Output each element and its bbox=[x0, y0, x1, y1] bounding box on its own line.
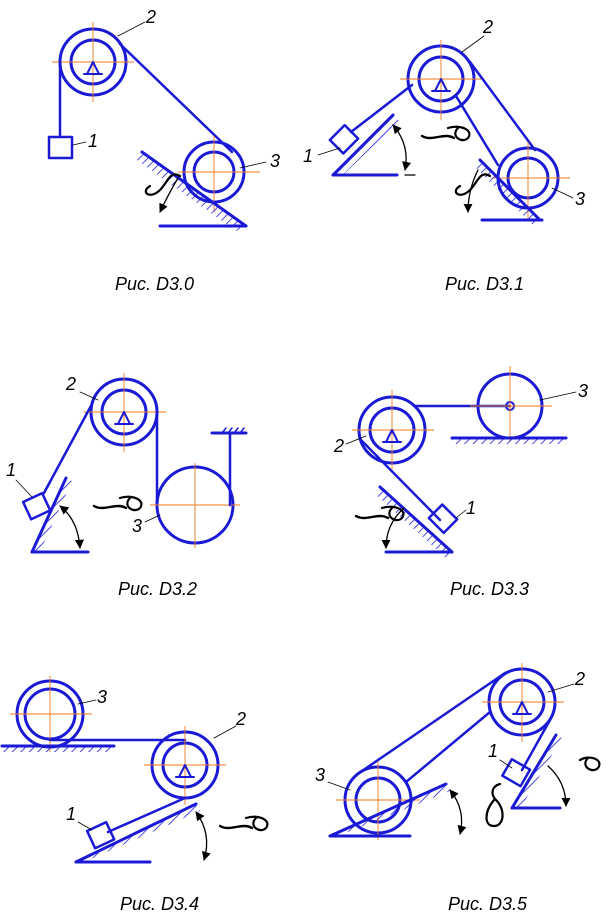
rope-2-to-3-inner bbox=[454, 94, 500, 167]
pulley-2 bbox=[400, 40, 482, 120]
incline-left bbox=[328, 782, 450, 838]
pulley-2 bbox=[84, 373, 166, 452]
incline bbox=[374, 485, 454, 558]
angle-alpha bbox=[354, 505, 405, 549]
incline-left bbox=[331, 113, 399, 177]
figure-d3-1: 1 2 3 Рис. D3.1 bbox=[303, 17, 585, 294]
label-2: 2 bbox=[333, 436, 344, 456]
angle-alpha bbox=[449, 789, 467, 835]
label-1: 1 bbox=[488, 741, 498, 761]
rope-2-to-3 bbox=[118, 42, 234, 154]
angle-alpha bbox=[59, 505, 84, 549]
incline bbox=[137, 150, 248, 231]
wheel-3 bbox=[150, 463, 240, 548]
label-3: 3 bbox=[578, 381, 588, 401]
label-1: 1 bbox=[466, 498, 476, 518]
figure-d3-5: 1 2 3 Рис. D3.5 bbox=[315, 663, 601, 914]
rope-2-to-1 bbox=[359, 438, 442, 522]
rope-3-to-2-top bbox=[360, 671, 507, 773]
angle-beta bbox=[420, 125, 471, 142]
label-1: 1 bbox=[88, 131, 98, 151]
label-3: 3 bbox=[575, 189, 585, 209]
pulley-2 bbox=[352, 390, 434, 470]
caption: Рис. D3.3 bbox=[450, 579, 529, 599]
load-1 bbox=[501, 757, 532, 788]
figure-d3-2: 1 2 3 Рис. D3.2 bbox=[6, 373, 248, 599]
pulley-2 bbox=[482, 663, 564, 742]
label-3: 3 bbox=[270, 151, 280, 171]
label-2: 2 bbox=[482, 17, 493, 37]
label-2: 2 bbox=[235, 709, 246, 729]
wheel-3 bbox=[492, 142, 570, 218]
rope-1-to-2 bbox=[42, 402, 94, 495]
caption: Рис. D3.4 bbox=[120, 894, 199, 914]
angle-beta bbox=[218, 815, 269, 832]
figure-d3-3: 1 2 3 Рис. D3.3 bbox=[333, 366, 588, 599]
floor bbox=[0, 744, 116, 752]
caption: Рис. D3.2 bbox=[118, 579, 197, 599]
angle-alpha-left bbox=[392, 124, 416, 176]
caption: Рис. D3.0 bbox=[115, 274, 194, 294]
label-2: 2 bbox=[574, 669, 585, 689]
wheel-3 bbox=[178, 136, 260, 212]
figure-d3-0: 1 2 3 Рис. D3.0 bbox=[47, 7, 280, 294]
angle-alpha bbox=[144, 173, 182, 213]
angle-beta bbox=[92, 495, 143, 512]
rope-2-to-1 bbox=[106, 796, 187, 834]
figure-d3-4: 1 2 3 Рис. D3.4 bbox=[0, 676, 269, 914]
incline bbox=[30, 476, 90, 554]
rope-3-to-2-bottom bbox=[404, 710, 492, 784]
angle-beta bbox=[547, 756, 601, 807]
angle-delta bbox=[485, 782, 504, 828]
ceiling-support bbox=[210, 427, 248, 435]
label-3: 3 bbox=[97, 687, 107, 707]
incline bbox=[74, 802, 200, 864]
load-1 bbox=[21, 491, 52, 521]
load-1 bbox=[427, 503, 459, 535]
incline-right bbox=[510, 733, 562, 811]
caption: Рис. D3.5 bbox=[448, 894, 528, 914]
angle-alpha-right bbox=[454, 169, 492, 213]
rope-2-to-3 bbox=[468, 60, 537, 152]
wheel-3 bbox=[336, 760, 420, 840]
incline-right bbox=[474, 158, 544, 226]
rope-1-to-2 bbox=[349, 83, 414, 134]
label-1: 1 bbox=[303, 146, 313, 166]
label-2: 2 bbox=[145, 7, 156, 27]
floor bbox=[450, 436, 568, 444]
angle-alpha bbox=[195, 811, 211, 861]
label-1: 1 bbox=[66, 804, 76, 824]
label-3: 3 bbox=[132, 516, 142, 536]
wheel-3 bbox=[470, 366, 552, 442]
caption: Рис. D3.1 bbox=[445, 274, 524, 294]
label-3: 3 bbox=[315, 765, 325, 785]
label-2: 2 bbox=[65, 374, 76, 394]
load-1 bbox=[85, 820, 116, 850]
label-1: 1 bbox=[6, 460, 16, 480]
rope-2-to-1 bbox=[520, 718, 552, 772]
load-1 bbox=[47, 135, 74, 160]
